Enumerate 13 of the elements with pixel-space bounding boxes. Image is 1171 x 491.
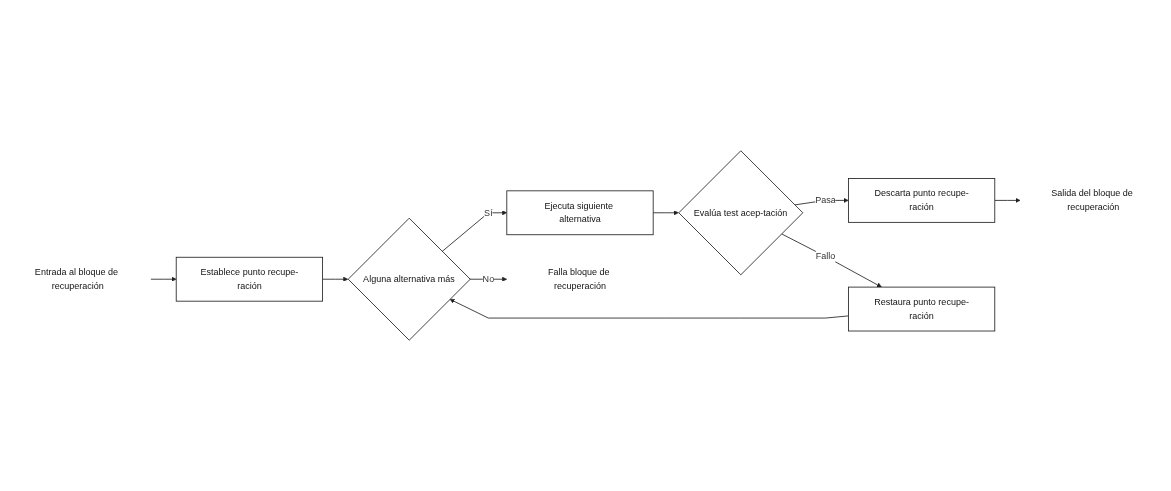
node-box: Ejecuta siguiente alternativa	[506, 190, 654, 236]
node-text: Entrada al bloque de recuperación	[34, 267, 119, 291]
node-diamond: Alguna alternativa más	[347, 217, 471, 341]
node-text: Salida del bloque de recuperación	[1051, 188, 1133, 212]
edge-label: Fallo	[815, 251, 836, 261]
edge-label: Pasa	[815, 195, 836, 205]
node-box: Establece punto recupe-ración	[175, 256, 323, 302]
edge-label: Sí	[484, 207, 493, 218]
node-text: Falla bloque de recuperación	[547, 267, 610, 291]
node-diamond: Evalúa test acep-tación	[678, 150, 804, 276]
edge-label: No	[482, 274, 495, 284]
node-box: Descarta punto recupe-ración	[848, 178, 996, 223]
node-box: Restaura punto recupe-ración	[848, 286, 996, 332]
